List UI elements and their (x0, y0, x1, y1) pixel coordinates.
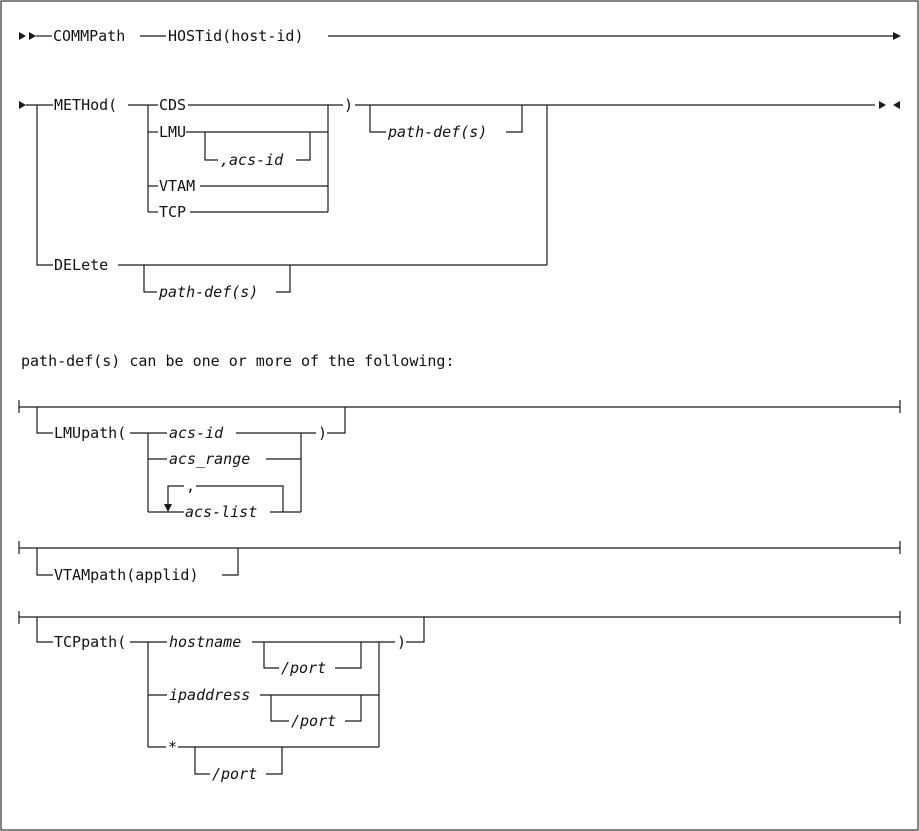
param-hostname: hostname (169, 633, 241, 651)
param-port-hostname: /port (281, 659, 326, 677)
option-lmu: LMU (159, 123, 186, 141)
repeat-separator: , (186, 477, 195, 495)
keyword-hostid: HOSTid(host-id) (168, 27, 303, 45)
keyword-method: METHod( (54, 96, 117, 114)
vtampath-fragment: VTAMpath(applid) (18, 541, 901, 584)
param-port-star: /port (212, 765, 257, 783)
repeat-arrow-icon (164, 504, 172, 512)
commpath-line: COMMPath HOSTid(host-id) (19, 27, 901, 45)
continue-arrow-icon (893, 32, 901, 40)
tcppath-close-paren: ) (397, 633, 406, 651)
param-ipaddress: ipaddress (169, 686, 250, 704)
keyword-lmupath: LMUpath( (54, 424, 126, 442)
start-double-arrow-icon (19, 32, 36, 40)
keyword-delete: DELete (54, 256, 108, 274)
keyword-tcppath: TCPpath( (54, 633, 126, 651)
path-defs-explanation: path-def(s) can be one or more of the fo… (21, 352, 454, 370)
tcppath-fragment: TCPpath( hostname ) /port ipaddress /por… (18, 611, 901, 783)
param-acs-list: acs-list (185, 503, 257, 521)
param-path-defs-delete: path-def(s) (158, 283, 258, 301)
param-comma-acs-id: ,acs-id (220, 151, 284, 169)
option-tcp: TCP (159, 203, 186, 221)
method-block: METHod( CDS ) LMU ,acs-id VTAM TCP path-… (19, 96, 900, 301)
param-acs-id: acs-id (169, 424, 224, 442)
lmupath-fragment: LMUpath( acs-id ) acs_range acs-list , (18, 400, 901, 521)
end-arrows-icon (879, 101, 900, 109)
lmupath-close-paren: ) (318, 424, 327, 442)
option-cds: CDS (159, 96, 186, 114)
continuation-arrow-icon (19, 101, 26, 109)
param-applid: applid (135, 566, 189, 584)
option-star: * (168, 738, 177, 756)
close-paren: ) (344, 96, 353, 114)
keyword-commpath: COMMPath (53, 27, 125, 45)
param-acs-range: acs_range (169, 450, 250, 468)
param-host-id: host-id (231, 27, 294, 45)
option-vtam: VTAM (159, 177, 195, 195)
param-path-defs: path-def(s) (387, 123, 487, 141)
keyword-vtampath: VTAMpath(applid) (54, 566, 199, 584)
param-port-ipaddress: /port (291, 712, 336, 730)
